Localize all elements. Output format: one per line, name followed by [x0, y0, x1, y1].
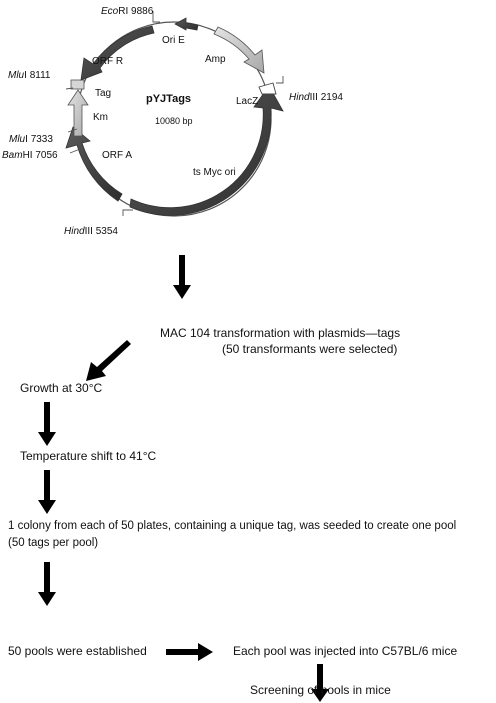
- diagonal-arrow-growth: [86, 340, 131, 381]
- down-arrow-colony: [38, 562, 56, 606]
- right-arrow-pools: [166, 643, 213, 661]
- step-pools: 50 pools were established: [8, 644, 147, 658]
- label-ts-myc-ori: ts Myc ori: [193, 167, 236, 178]
- down-arrow-tempshift: [38, 470, 56, 514]
- step-transformation-line1: MAC 104 transformation with plasmids—tag…: [160, 326, 401, 340]
- orf-r-segment: [80, 25, 155, 81]
- ori-e-segment: [174, 17, 199, 31]
- down-arrow-growth: [38, 402, 56, 446]
- label-ori-e: Ori E: [162, 35, 185, 46]
- site-hindiii-5354: HindIII 5354: [64, 226, 118, 237]
- km-segment: [67, 89, 89, 137]
- label-lacz: LacZ: [236, 96, 258, 107]
- label-orf-a: ORF A: [102, 150, 132, 161]
- step-transformation-line2: (50 transformants were selected): [222, 342, 398, 356]
- label-orf-r: ORF R: [92, 56, 123, 67]
- step-screening: Screening of pools in mice: [250, 683, 391, 697]
- step-growth: Growth at 30°C: [20, 381, 103, 395]
- step-colony-line1: 1 colony from each of 50 plates, contain…: [8, 520, 457, 532]
- step-colony-line2: (50 tags per pool): [8, 537, 99, 549]
- step-injection: Each pool was injected into C57BL/6 mice: [233, 644, 458, 658]
- step-temp-shift: Temperature shift to 41°C: [20, 449, 157, 463]
- site-mlui-7333: MluI 7333: [9, 134, 53, 145]
- site-hindiii-2194: HindIII 2194: [289, 92, 343, 103]
- plasmid-map: Ori E Amp ORF R Tag Km LacZ ORF A ts Myc…: [2, 6, 343, 237]
- amp-segment: [213, 26, 265, 74]
- site-mlui-8111: MluI 8111: [8, 70, 51, 81]
- label-amp: Amp: [205, 54, 226, 65]
- label-tag: Tag: [95, 88, 111, 99]
- down-arrow-injection: [311, 664, 329, 702]
- down-arrow-plasmid: [173, 255, 191, 299]
- plasmid-name: pYJTags: [146, 93, 191, 105]
- site-ecori-9886: EcoRI 9886: [101, 6, 154, 17]
- site-ticks: [65, 11, 284, 216]
- orf-a-segment: [65, 126, 123, 202]
- ts-myc-ori-segment: [129, 85, 284, 216]
- plasmid-size: 10080 bp: [155, 116, 193, 126]
- label-km: Km: [93, 112, 108, 123]
- site-bamhi-7056: BamHI 7056: [2, 150, 58, 161]
- tag-segment: [70, 79, 85, 90]
- lacz-segment: [258, 82, 277, 95]
